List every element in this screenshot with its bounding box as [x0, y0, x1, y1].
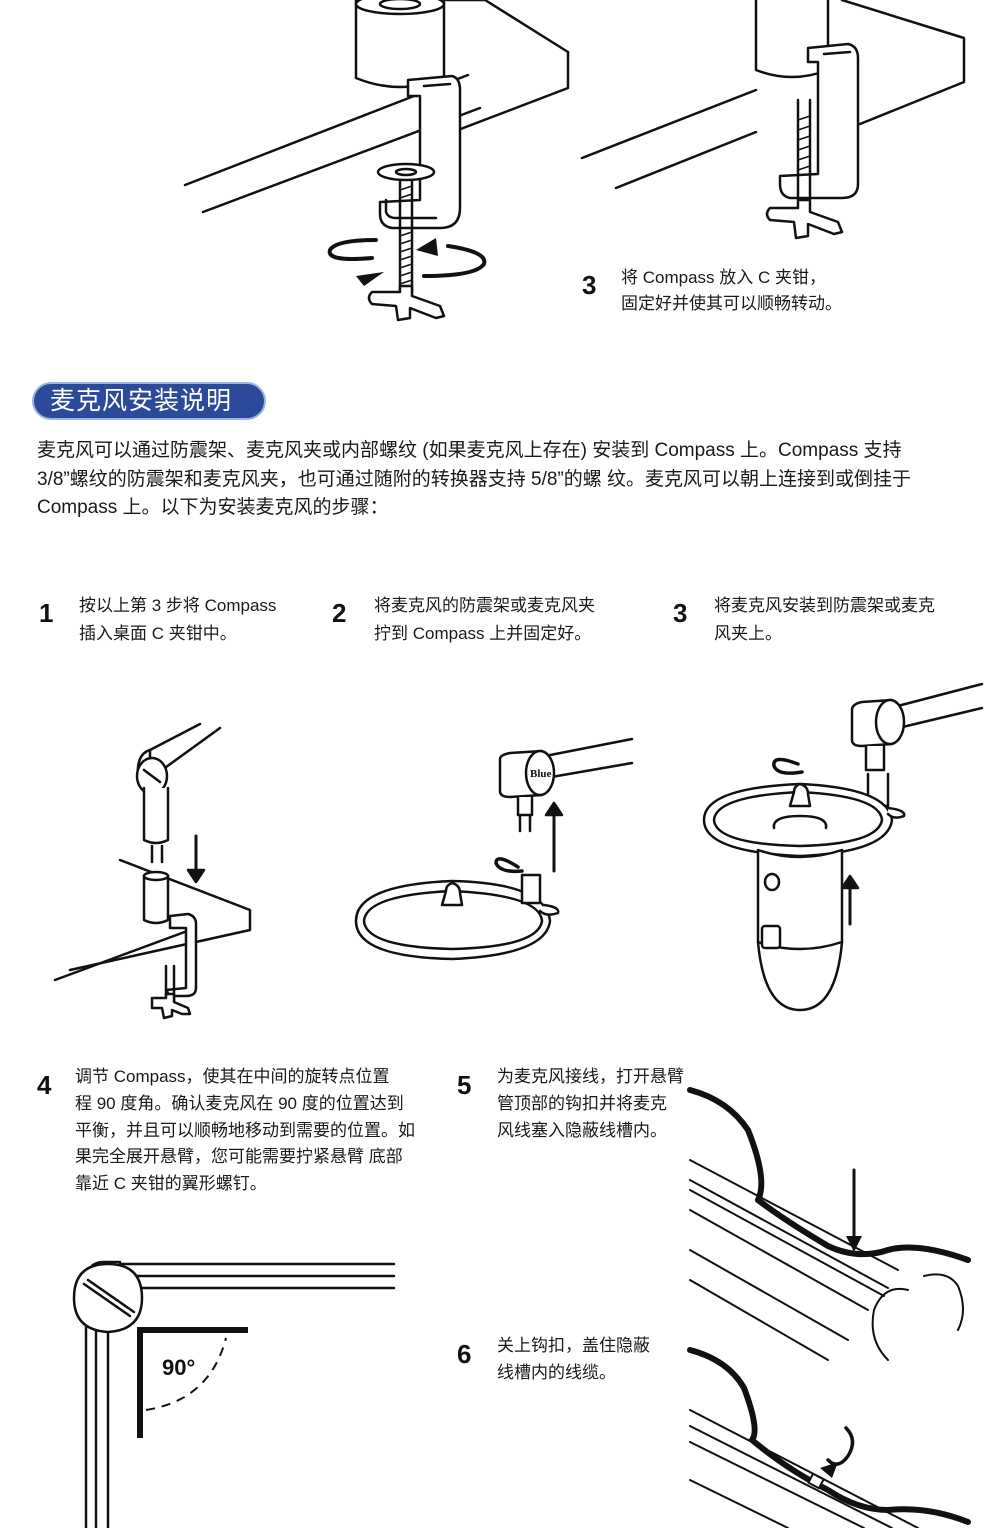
step-4-illustration: [60, 1250, 400, 1528]
step-4-line3: 平衡，并且可以顺畅地移动到需要的位置。如: [75, 1121, 415, 1140]
clamp-illustration-left: [0, 0, 495, 335]
step-6-number: 6: [457, 1339, 472, 1369]
step-5-line1: 为麦克风接线，打开悬臂: [497, 1067, 684, 1086]
step-6-line2: 线槽内的线缆。: [497, 1363, 616, 1382]
step-5-number: 5: [457, 1070, 472, 1100]
step-6-illustration: [688, 1330, 968, 1528]
clamp-illustration-right: [580, 0, 980, 250]
step-5-line2: 管顶部的钩扣并将麦克: [497, 1094, 667, 1113]
top-step-3-number: 3: [582, 270, 597, 300]
step-1-number: 1: [39, 598, 54, 628]
step-4-number: 4: [37, 1070, 52, 1100]
section-title-pill: 麦克风安装说明: [32, 382, 266, 420]
step-4-line4: 果完全展开悬臂，您可能需要拧紧悬臂 底部: [75, 1147, 403, 1166]
step-2-number: 2: [332, 598, 347, 628]
step-5-line3: 风线塞入隐蔽线槽内。: [497, 1121, 667, 1140]
step-3-line1: 将麦克风安装到防震架或麦克: [714, 596, 935, 615]
step-5-illustration: [688, 1070, 968, 1370]
step-2-line1: 将麦克风的防震架或麦克风夹: [374, 596, 595, 615]
step-1-illustration: [50, 720, 260, 1020]
step-1-line2: 插入桌面 C 夹钳中。: [79, 624, 237, 643]
step-6-line1: 关上钩扣，盖住隐蔽: [497, 1336, 650, 1355]
step-4-line5: 靠近 C 夹钳的翼形螺钉。: [75, 1174, 267, 1193]
step-3-number: 3: [673, 598, 688, 628]
step-3-line2: 风夹上。: [714, 624, 782, 643]
step-1-line1: 按以上第 3 步将 Compass: [79, 596, 277, 615]
step-2-line2: 拧到 Compass 上并固定好。: [374, 624, 592, 643]
step-4-line2: 程 90 度角。确认麦克风在 90 度的位置达到: [75, 1094, 404, 1113]
top-step-3-line2: 固定好并使其可以顺畅转动。: [621, 294, 842, 313]
step-4-line1: 调节 Compass，使其在中间的旋转点位置: [75, 1067, 390, 1086]
top-step-3-line1: 将 Compass 放入 C 夹钳，: [621, 268, 826, 287]
step-2-illustration: Blue: [350, 735, 640, 975]
step-3-illustration: [700, 680, 990, 1020]
angle-label: 90°: [162, 1355, 196, 1380]
blue-logo-text: Blue: [530, 768, 552, 780]
section-intro: 麦克风可以通过防震架、麦克风夹或内部螺纹 (如果麦克风上存在) 安装到 Comp…: [37, 440, 912, 518]
